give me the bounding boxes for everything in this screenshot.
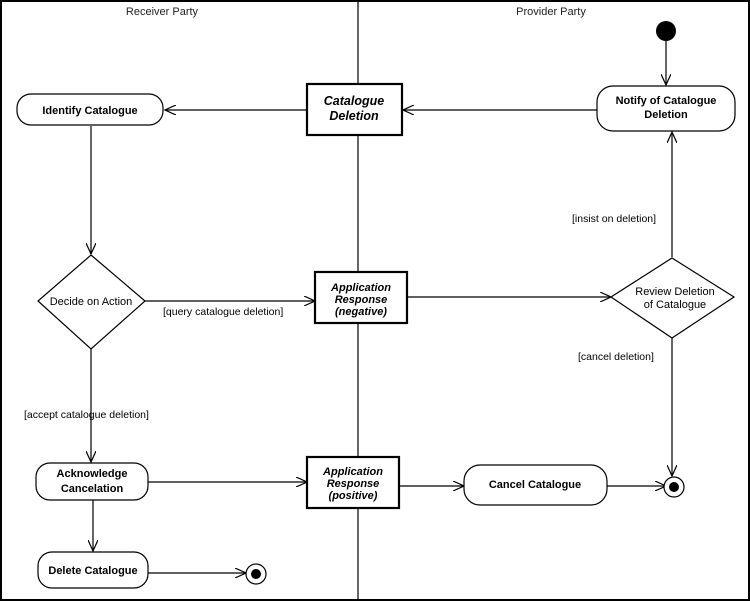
final-node-cancel [663,476,685,498]
guard-cancel-deletion: [cancel deletion] [578,351,654,363]
activity-delete-catalogue: Delete Catalogue [37,551,149,589]
activity-cancel-catalogue: Cancel Catalogue [463,464,608,506]
acknowledge-label-line2: Cancelation [61,483,124,495]
guard-insist-on-deletion: [insist on deletion] [572,213,656,225]
delete-catalogue-label: Delete Catalogue [48,565,137,577]
decision-decide-on-action: Decide on Action [37,254,146,350]
object-application-response-negative: Application Response (negative) [313,270,409,325]
activity-notify-of-catalogue-deletion: Notify of Catalogue Deletion [596,85,736,132]
decide-on-action-label: Decide on Action [50,296,133,308]
review-deletion-line2: of Catalogue [644,299,706,311]
lane-title-provider: Provider Party [516,6,586,18]
acknowledge-label-line1: Acknowledge [57,468,128,480]
notify-label-line2: Deletion [644,109,688,121]
decision-review-deletion: Review Deletion of Catalogue [609,257,736,339]
guard-query-deletion: [query catalogue deletion] [163,306,283,318]
response-negative-line1: Application [330,282,391,294]
final-node-delete [245,563,267,585]
response-negative-line2: Response [335,294,388,306]
response-positive-line3: (positive) [329,490,378,502]
activity-identify-catalogue: Identify Catalogue [16,93,164,126]
response-negative-line3: (negative) [335,306,387,318]
response-positive-line2: Response [327,478,380,490]
object-catalogue-deletion: Catalogue Deletion [305,82,404,137]
guard-accept-deletion: [accept catalogue deletion] [24,409,149,421]
cancel-catalogue-label: Cancel Catalogue [489,479,581,491]
catalogue-deletion-line1: Catalogue [324,94,384,108]
initial-node [656,21,676,41]
response-positive-line1: Application [322,466,383,478]
review-deletion-line1: Review Deletion [635,286,714,298]
activity-acknowledge-cancelation: Acknowledge Cancelation [35,462,149,501]
lane-title-receiver: Receiver Party [126,6,199,18]
notify-label-line1: Notify of Catalogue [616,95,717,107]
object-application-response-positive: Application Response (positive) [305,455,401,510]
identify-catalogue-label: Identify Catalogue [42,105,137,117]
catalogue-deletion-line2: Deletion [329,109,379,123]
